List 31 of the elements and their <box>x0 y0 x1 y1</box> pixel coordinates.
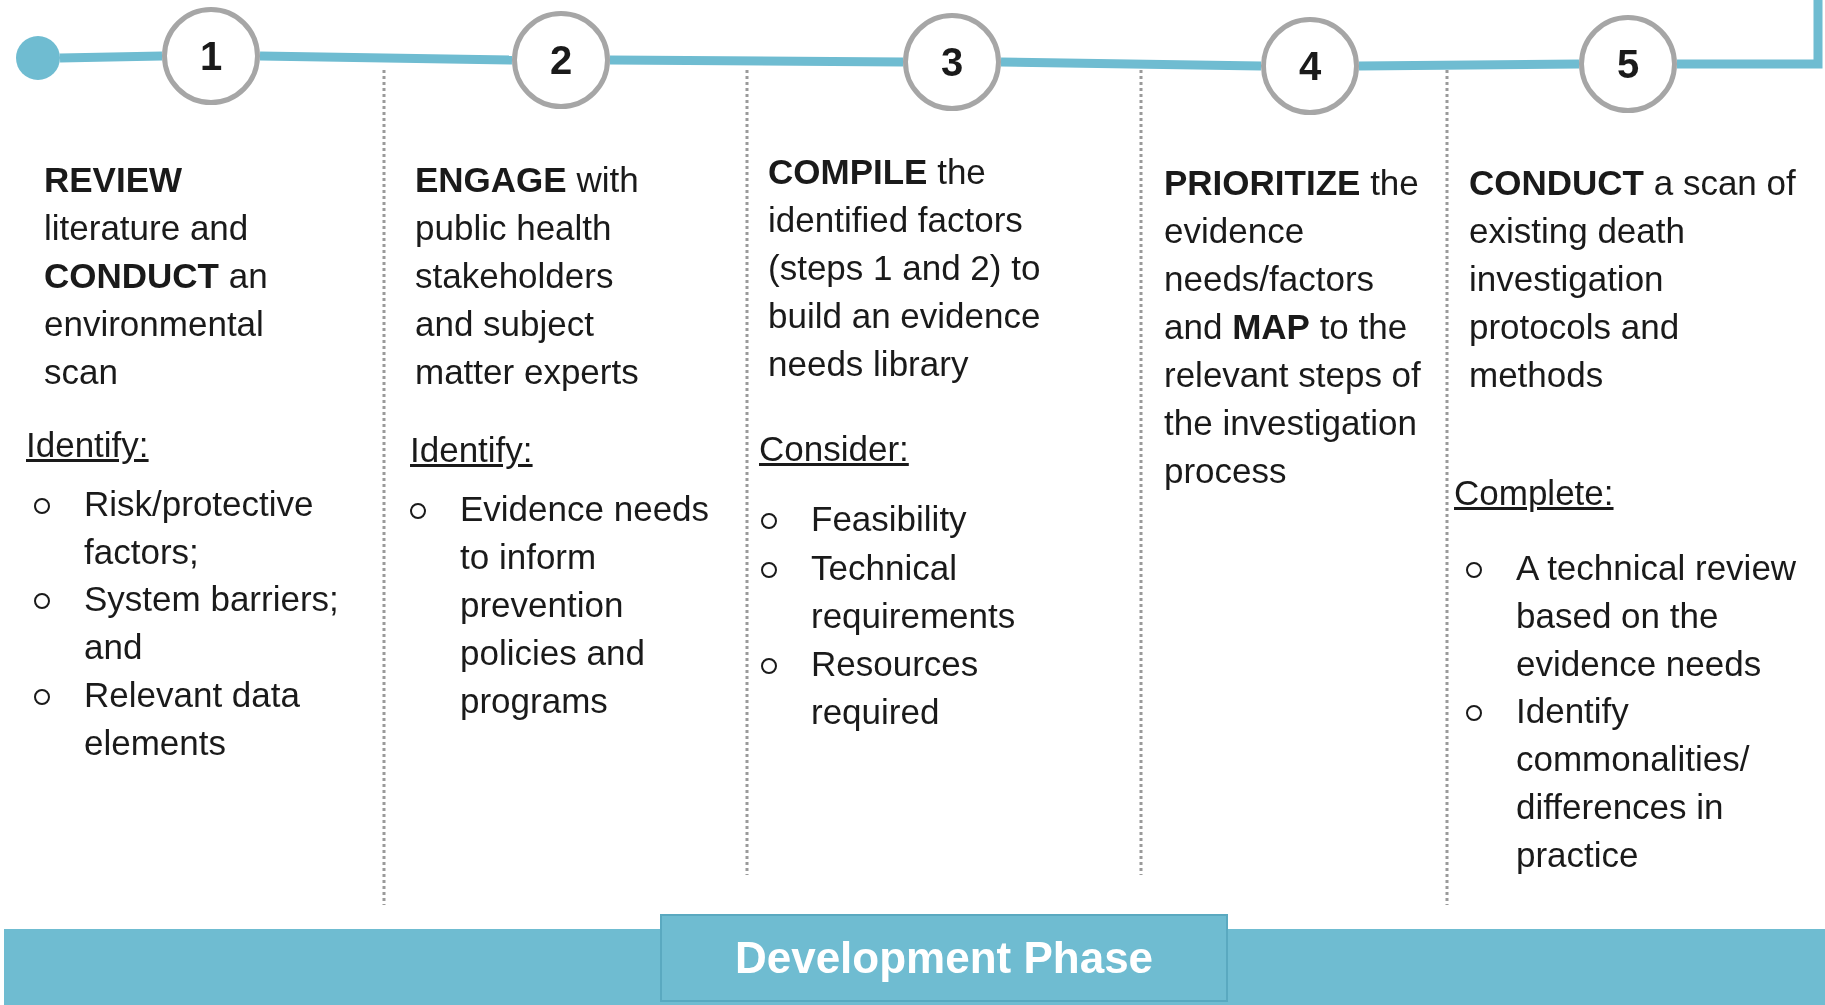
timeline-line <box>59 51 163 63</box>
section-heading: Consider: <box>759 428 910 470</box>
step-description: REVIEW literature and CONDUCT an environmental scan <box>44 159 269 393</box>
step-number-circle: 5 <box>1579 15 1677 113</box>
section-heading: Identify: <box>26 424 150 466</box>
bullet-item: A technical review based on the evidence needs <box>1516 547 1798 685</box>
bullet-item: Risk/protective factors; <box>84 483 315 573</box>
bullet-item: Relevant data elements <box>84 674 301 764</box>
step-number-circle: 1 <box>162 7 260 105</box>
timeline-line <box>259 51 513 65</box>
bullet-item: Feasibility <box>811 498 968 540</box>
step-description: ENGAGE with public health stakeholders and subject matter experts <box>415 159 640 393</box>
timeline-line <box>1677 0 1823 69</box>
start-dot <box>16 36 60 80</box>
bullet-item: Evidence needs to inform prevention policies and programs <box>460 488 711 722</box>
section-heading: Identify: <box>410 429 534 471</box>
bullet-item: Identify commonalities/ differences in practice <box>1516 690 1751 876</box>
section-heading: Complete: <box>1454 472 1615 514</box>
step-description: CONDUCT a scan of existing death investigation protocols and methods <box>1469 162 1797 396</box>
phase-title-box: Development Phase <box>660 914 1228 1002</box>
bullet-item: System barriers; and <box>84 578 340 668</box>
timeline-line <box>1000 57 1262 71</box>
bullet-item: Technical requirements <box>811 547 1017 637</box>
step-description: PRIORITIZE the evidence needs/factors and MAP to the relevant steps of the investigation process <box>1164 162 1422 492</box>
step-number-circle: 2 <box>512 11 610 109</box>
step-number-circle: 4 <box>1261 17 1359 115</box>
step-number-circle: 3 <box>903 13 1001 111</box>
bullet-item: Resources required <box>811 643 980 733</box>
timeline-line <box>1358 59 1580 71</box>
timeline-line <box>609 55 904 67</box>
step-description: COMPILE the identified factors (steps 1 and 2) to build an evidence needs library <box>768 151 1042 385</box>
